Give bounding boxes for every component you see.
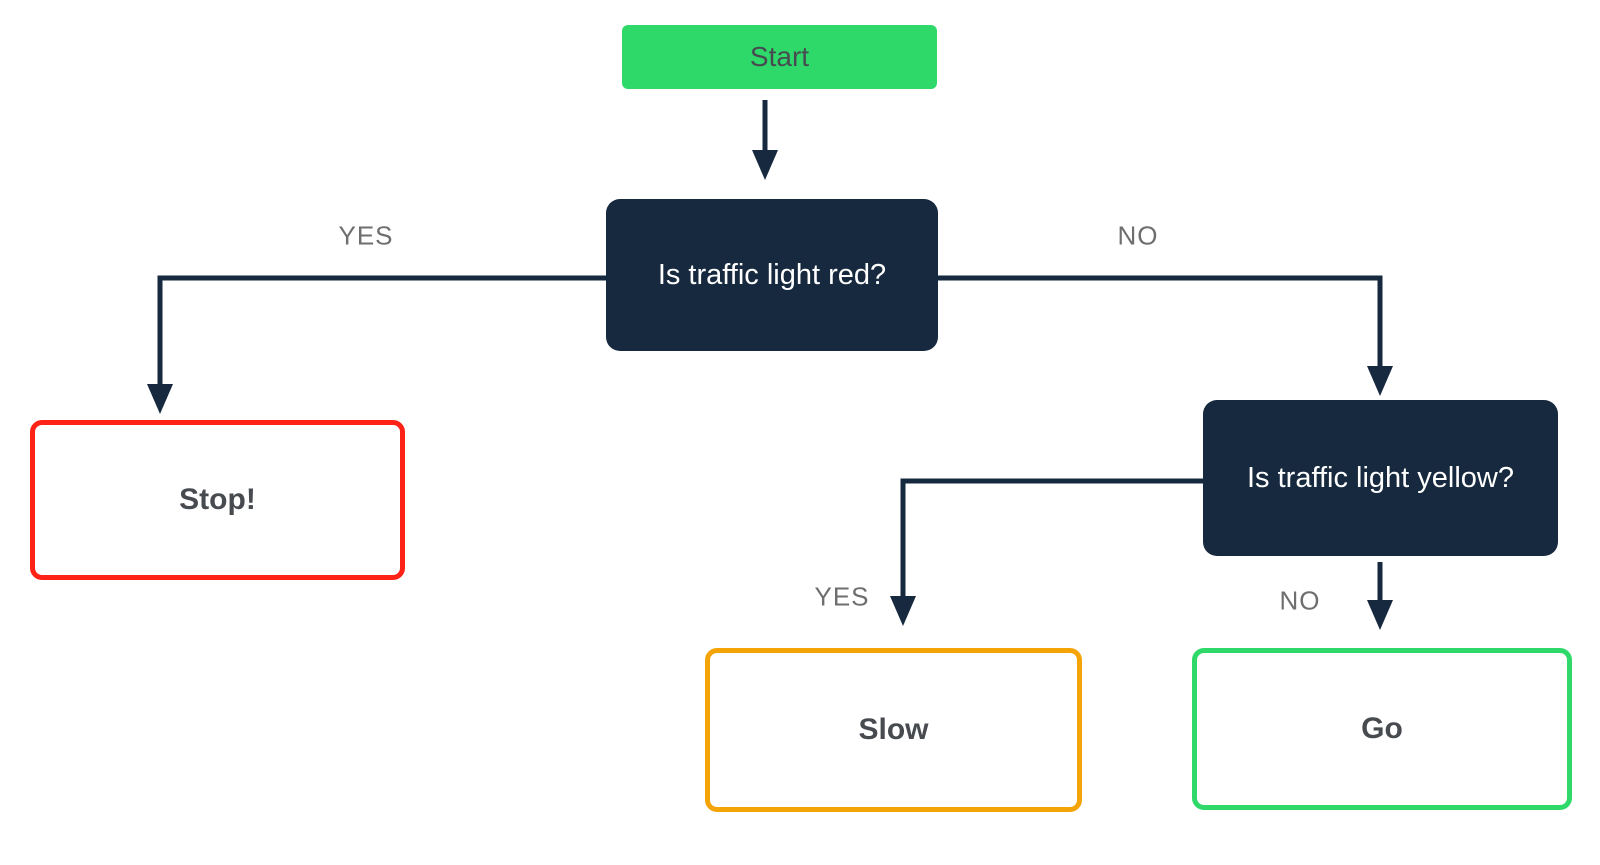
- edge-red-no-to-yellow: [938, 275, 1383, 368]
- arrowhead-icon: [890, 596, 916, 626]
- node-stop-label: Stop!: [179, 483, 256, 516]
- node-go: Go: [1192, 648, 1572, 810]
- arrowhead-icon: [1367, 366, 1393, 396]
- node-question-yellow-label: Is traffic light yellow?: [1246, 461, 1515, 494]
- node-stop: Stop!: [30, 420, 405, 580]
- arrowhead-icon: [752, 150, 778, 180]
- arrowhead-icon: [1367, 600, 1393, 630]
- node-go-label: Go: [1361, 712, 1403, 745]
- node-question-red-label: Is traffic light red?: [657, 258, 887, 291]
- edge-label-red-yes: YES: [338, 220, 394, 251]
- node-start: Start: [622, 25, 937, 89]
- edge-label-red-no: NO: [1117, 220, 1159, 251]
- edge-label-yellow-yes: YES: [814, 581, 870, 612]
- edge-yellow-yes-to-slow: [900, 478, 1203, 598]
- edge-red-yes-to-stop: [157, 275, 606, 386]
- node-question-yellow: Is traffic light yellow?: [1203, 400, 1558, 556]
- node-slow: Slow: [705, 648, 1082, 812]
- edge-label-yellow-no: NO: [1279, 585, 1321, 616]
- arrowhead-icon: [147, 384, 173, 414]
- node-start-label: Start: [749, 41, 810, 72]
- node-question-red: Is traffic light red?: [606, 199, 938, 351]
- node-slow-label: Slow: [858, 713, 929, 746]
